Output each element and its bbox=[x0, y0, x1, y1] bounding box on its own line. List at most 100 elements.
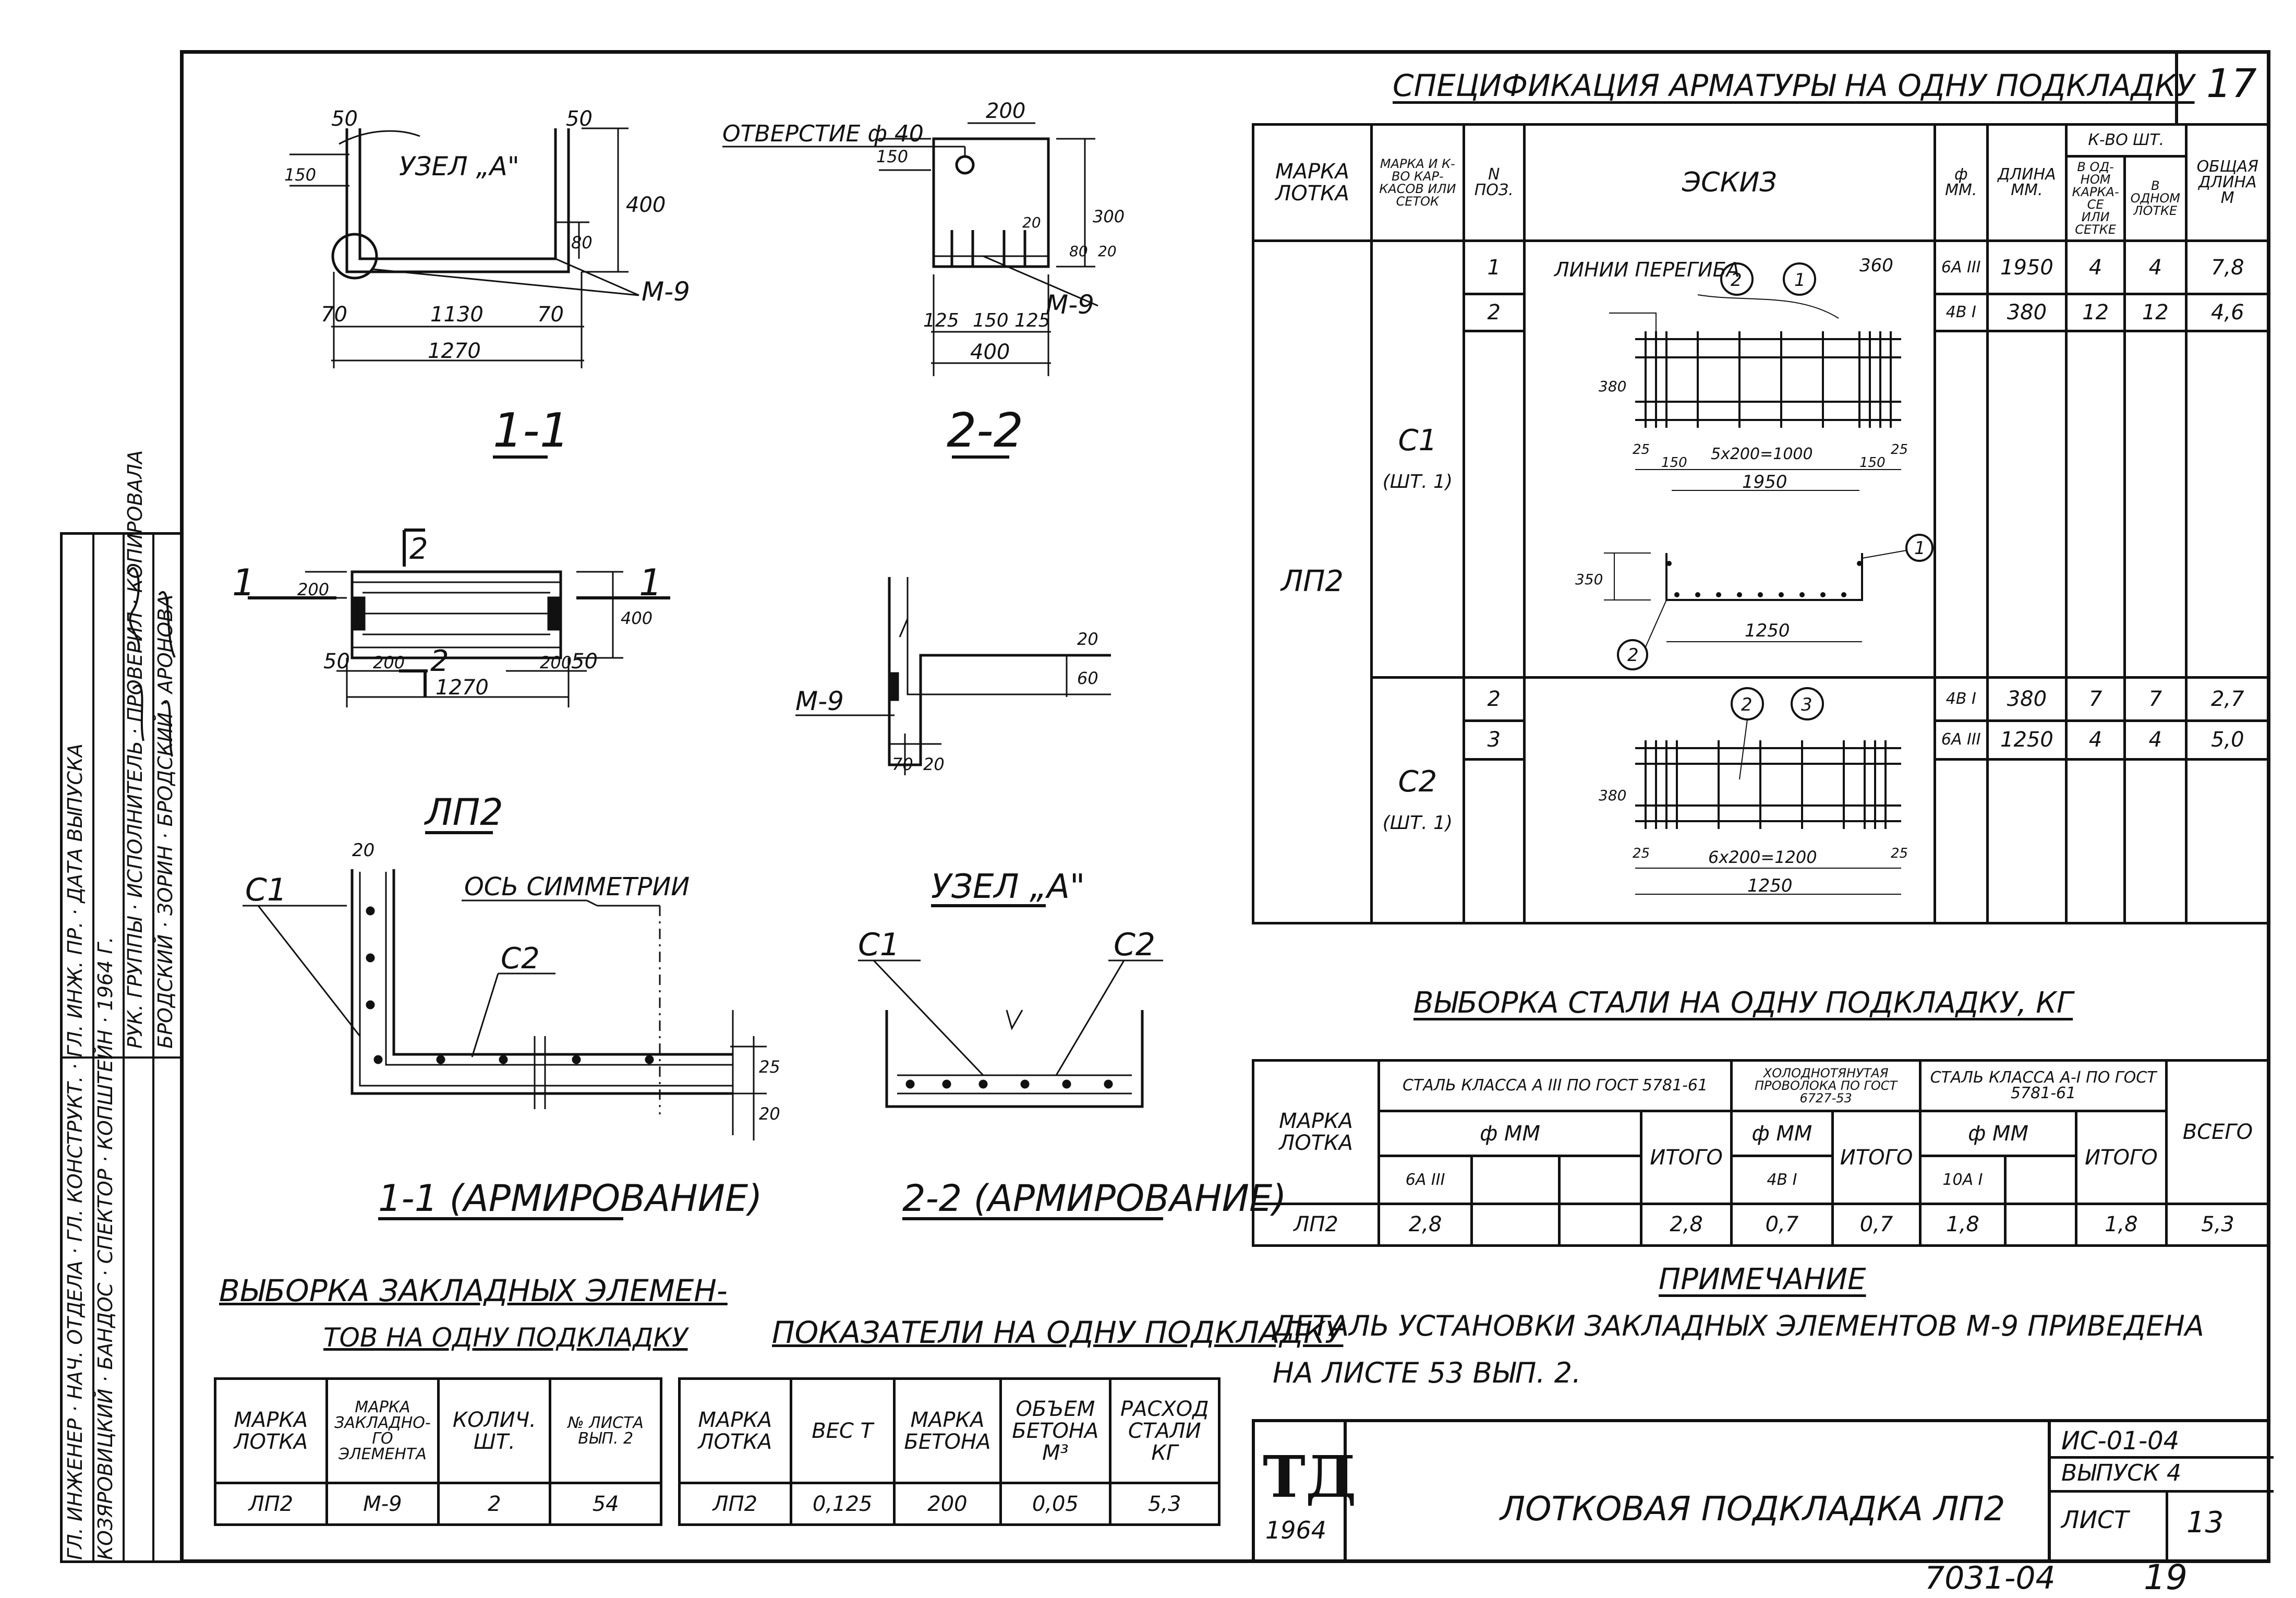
title-block-name: ЛОТКОВАЯ ПОДКЛАДКА ЛП2 bbox=[1500, 1490, 2005, 1529]
bottom-code: 7031-04 bbox=[1925, 1560, 2056, 1596]
spec-c1-q2-1: 4 bbox=[2123, 239, 2188, 296]
embed-row-element: М-9 bbox=[325, 1482, 440, 1526]
ind-header-weight: ВЕС Т bbox=[789, 1377, 896, 1484]
c1-sketch-callout-2b: 2 bbox=[1627, 645, 1639, 666]
note-line-2: НА ЛИСТЕ 53 ВЫП. 2. bbox=[1273, 1356, 1581, 1389]
c1-sketch-dim-150b: 150 bbox=[1859, 455, 1886, 471]
spec-c1-pos-2: 2 bbox=[1462, 293, 1526, 333]
spec-c1-dia-2: 4В I bbox=[1933, 293, 1989, 333]
indicators-table-title: ПОКАЗАТЕЛИ НА ОДНУ ПОДКЛАДКУ bbox=[772, 1315, 1344, 1350]
spec-c2-len-1: 380 bbox=[1986, 676, 2068, 723]
spec-cage-c1: С1 (ШТ. 1) bbox=[1370, 239, 1465, 679]
dim-node-c: 70 bbox=[892, 754, 913, 774]
steel-header-group3: СТАЛЬ КЛАССА А-I ПО ГОСТ 5781-61 bbox=[1919, 1059, 2168, 1113]
ind-row-concrete: 200 bbox=[892, 1482, 1002, 1526]
dim-2-2-g: 125 bbox=[923, 310, 959, 331]
ind-header-mark: МАРКА ЛОТКА bbox=[678, 1377, 792, 1484]
spec-table: МАРКА ЛОТКА МАРКА И К-ВО КАР-КАСОВ ИЛИ С… bbox=[1251, 123, 2270, 925]
dim-2-2-a: 200 bbox=[986, 99, 1025, 123]
spec-c2-pos-2: 3 bbox=[1462, 719, 1526, 761]
section-1-1-title: 1-1 bbox=[493, 403, 570, 458]
c1-sketch-callout-2: 2 bbox=[1731, 270, 1742, 291]
plan-cut-1-right: 1 bbox=[639, 561, 662, 604]
spec-cage-c2: С2 (ШТ. 1) bbox=[1370, 676, 1465, 924]
dim-1-1-c: 150 bbox=[284, 165, 316, 185]
c1-sketch-dim-350: 350 bbox=[1575, 571, 1603, 588]
spec-c2-q1-1: 7 bbox=[2065, 676, 2126, 723]
spec-c2-sketch: 2 3 380 25 6x200=1200 25 1250 bbox=[1522, 676, 1936, 924]
symmetry-axis-label: ОСЬ СИММЕТРИИ bbox=[464, 872, 690, 902]
steel-row-a1: 1,8 bbox=[1919, 1202, 2007, 1247]
dim-2-2-i: 125 bbox=[1014, 310, 1050, 331]
stamp-role-3: ГЛ. КОНСТРУКТ. bbox=[64, 1076, 87, 1242]
c1-sketch-dim-25b: 25 bbox=[1891, 442, 1908, 458]
stamp-role-1: ГЛ. ИНЖЕНЕР bbox=[64, 1418, 87, 1560]
bottom-page: 19 bbox=[2144, 1557, 2188, 1597]
steel-header-group1: СТАЛЬ КЛАССА А III ПО ГОСТ 5781-61 bbox=[1377, 1059, 1733, 1113]
dim-node-a: 20 bbox=[1077, 629, 1098, 649]
c2-sketch-dim-6x200: 6x200=1200 bbox=[1708, 847, 1817, 867]
c1-sketch-dim-1250: 1250 bbox=[1745, 620, 1790, 641]
spec-cage-c1-name: С1 bbox=[1398, 424, 1437, 458]
spec-header-qty-tray: В ОДНОМ ЛОТКЕ bbox=[2123, 154, 2188, 243]
spec-c2-q2-2: 4 bbox=[2123, 719, 2188, 761]
dim-plan-d: 200 bbox=[373, 653, 405, 672]
steel-header-all: ВСЕГО bbox=[2165, 1059, 2271, 1205]
title-block-code: ИС-01-04 bbox=[2061, 1426, 2180, 1456]
dim-node-d: 20 bbox=[923, 754, 945, 774]
section-1-1-reinforcement-drawing bbox=[243, 869, 767, 1220]
spec-c1-q1-1: 4 bbox=[2065, 239, 2126, 296]
embed-row-qty: 2 bbox=[437, 1482, 552, 1526]
dim-plan-f: 50 bbox=[571, 650, 598, 674]
page-number: 17 bbox=[2206, 60, 2257, 106]
spec-header-mark: МАРКА ЛОТКА bbox=[1251, 123, 1373, 243]
dim-node-b: 60 bbox=[1077, 668, 1098, 688]
signatures bbox=[127, 567, 176, 757]
spec-c1-dia-1: 6А III bbox=[1933, 239, 1989, 296]
c1-sketch-dim-5x200: 5x200=1000 bbox=[1711, 445, 1813, 463]
spec-c1-len-1: 1950 bbox=[1986, 239, 2068, 296]
spec-c2-dia-2: 6А III bbox=[1933, 719, 1989, 761]
spec-header-dia: ф ММ. bbox=[1933, 123, 1989, 243]
section-1-1-reinf-title: 1-1 (АРМИРОВАНИЕ) bbox=[378, 1177, 763, 1220]
dim-1-1-d: 400 bbox=[626, 193, 666, 217]
spec-header-qty-cage: В ОД-НОМ КАРКА-СЕ ИЛИ СЕТКЕ bbox=[2065, 154, 2126, 243]
c2-sketch-dim-25b: 25 bbox=[1891, 846, 1908, 861]
spec-cage-c1-count: (ШТ. 1) bbox=[1382, 471, 1453, 493]
drawings-svg: 50 50 150 400 80 70 1130 70 1270 УЗЕЛ „А… bbox=[232, 99, 1287, 1220]
indicators-table: МАРКА ЛОТКА ВЕС Т МАРКА БЕТОНА ОБЪЕМ БЕТ… bbox=[678, 1377, 1221, 1526]
steel-sub-a3: 6А III bbox=[1377, 1155, 1473, 1205]
spec-c2-q1-2: 4 bbox=[2065, 719, 2126, 761]
dim-1-1-g: 1130 bbox=[430, 303, 484, 327]
page-number-divider bbox=[2175, 50, 2178, 123]
steel-table-title: ВЫБОРКА СТАЛИ НА ОДНУ ПОДКЛАДКУ, КГ bbox=[1413, 986, 2073, 1020]
spec-c1-total-1: 7,8 bbox=[2184, 239, 2270, 296]
ind-row-volume: 0,05 bbox=[999, 1482, 1111, 1526]
stamp-name-1: КОЗЯРОВИЦКИЙ bbox=[94, 1388, 117, 1560]
m9-label-1-1: М-9 bbox=[642, 277, 690, 307]
steel-header-dia2: ф ММ bbox=[1730, 1110, 1834, 1158]
spec-c1-len-2: 380 bbox=[1986, 293, 2068, 333]
spec-c1-total-2: 4,6 bbox=[2184, 293, 2270, 333]
node-a-drawing bbox=[795, 577, 1111, 907]
embed-table: МАРКА ЛОТКА МАРКА ЗАКЛАДНО-ГО ЭЛЕМЕНТА К… bbox=[214, 1377, 662, 1526]
stamp-name-2: БАНДОС bbox=[94, 1282, 117, 1370]
dim-reinf-b: 20 bbox=[759, 1104, 780, 1124]
c1-sketch-dim-25a: 25 bbox=[1633, 442, 1650, 458]
node-a-callout: УЗЕЛ „А" bbox=[399, 151, 519, 182]
steel-row-vi-total: 0,7 bbox=[1831, 1202, 1922, 1247]
ind-header-volume: ОБЪЕМ БЕТОНА М³ bbox=[999, 1377, 1111, 1484]
spec-c1-q2-2: 12 bbox=[2123, 293, 2188, 333]
side-stamp bbox=[60, 532, 183, 1563]
plan-title: ЛП2 bbox=[424, 791, 503, 834]
steel-row-a1-total: 1,8 bbox=[2074, 1202, 2168, 1247]
note-line-1: ДЕТАЛЬ УСТАНОВКИ ЗАКЛАДНЫХ ЭЛЕМЕНТОВ М-9… bbox=[1273, 1309, 2204, 1342]
embed-header-mark: МАРКА ЛОТКА bbox=[214, 1377, 328, 1484]
steel-row-all: 5,3 bbox=[2165, 1202, 2271, 1247]
spec-c2-dia-1: 4В I bbox=[1933, 676, 1989, 723]
m9-label-node: М-9 bbox=[795, 686, 844, 716]
dim-reinf-top: 20 bbox=[352, 840, 374, 861]
c2-sketch-dim-25a: 25 bbox=[1633, 846, 1650, 861]
section-2-2-drawing bbox=[722, 122, 1098, 459]
